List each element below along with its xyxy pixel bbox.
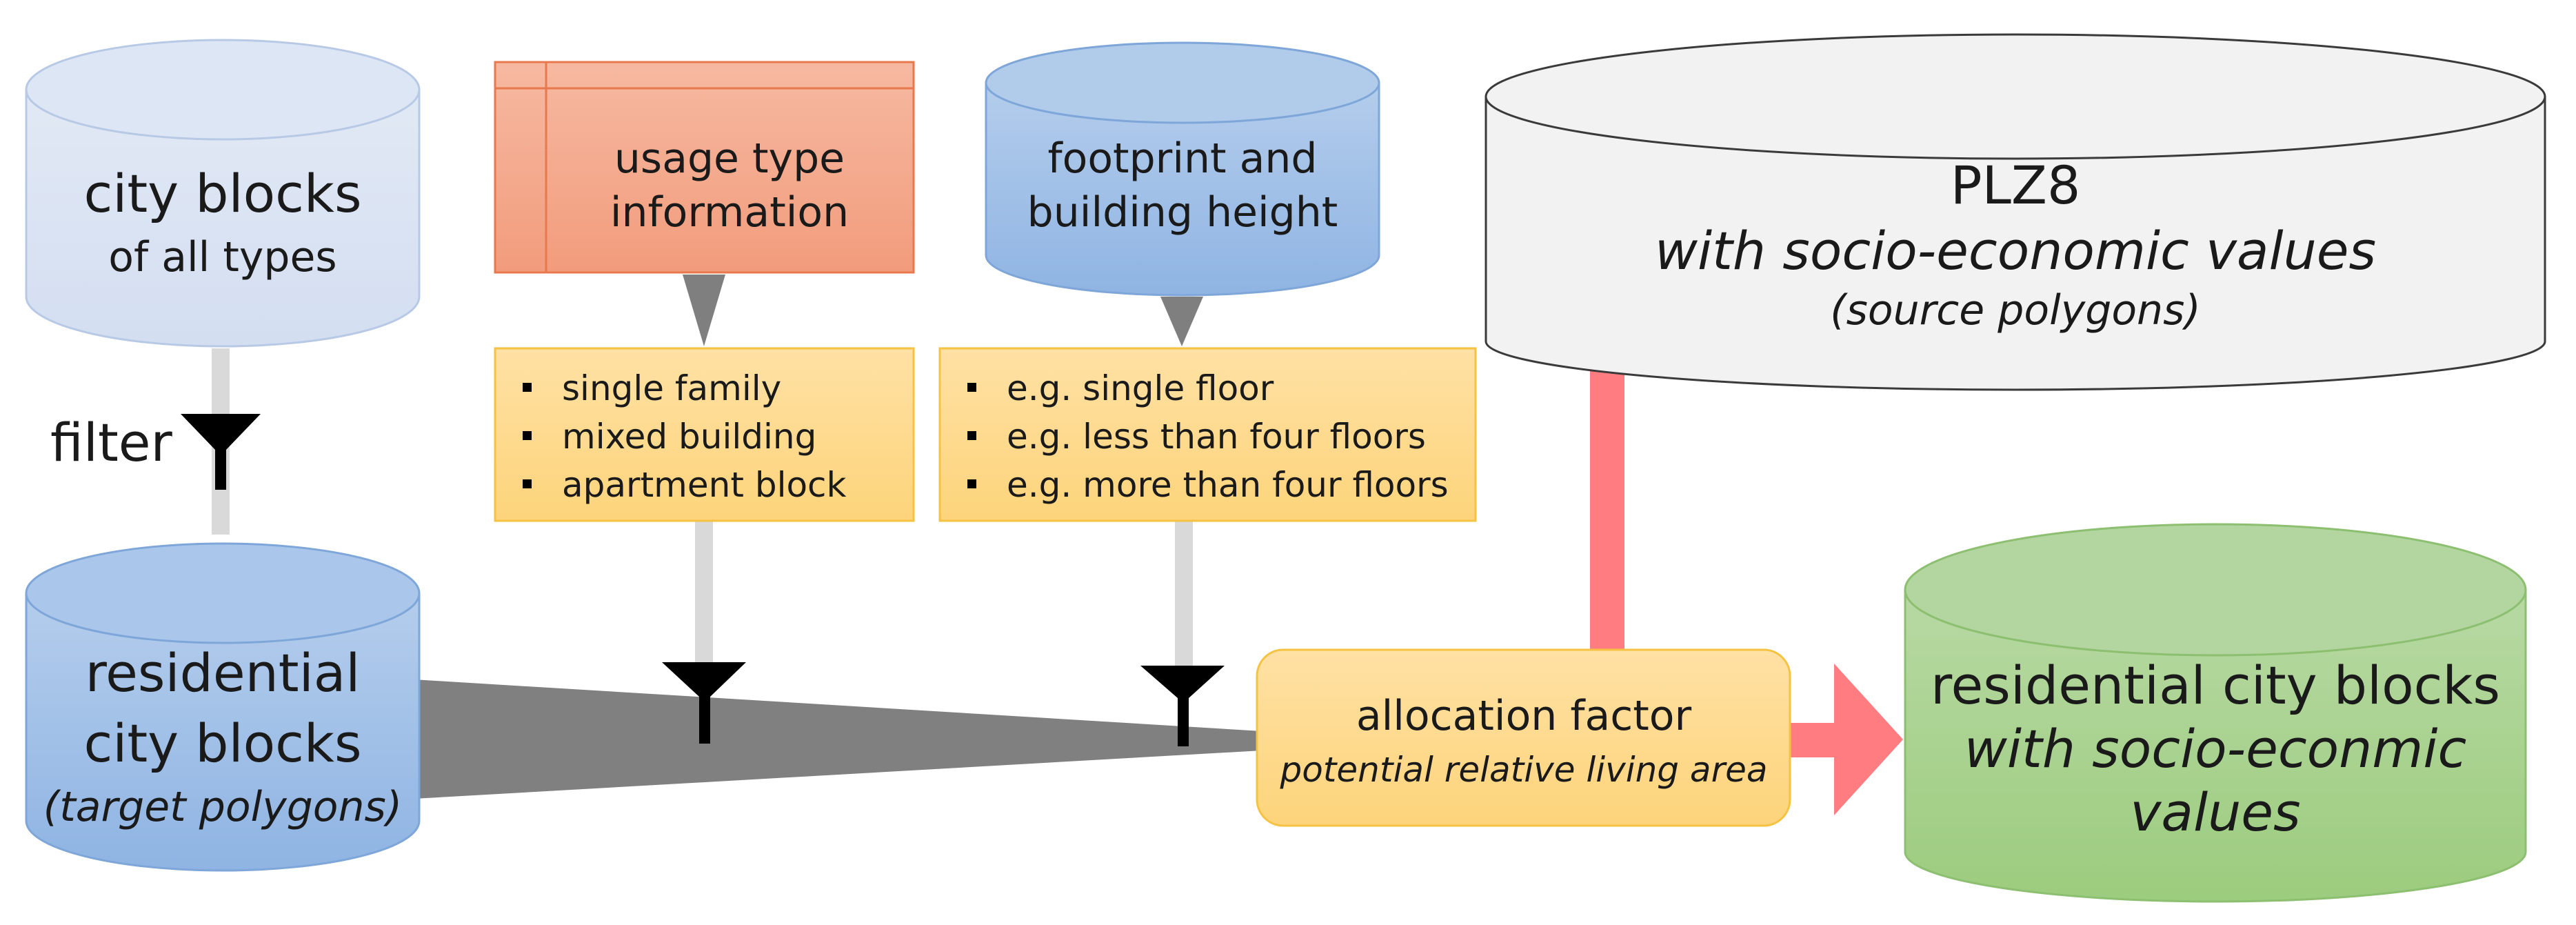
floor-list-box: e.g. single floor e.g. less than four fl… [938, 347, 1477, 522]
usage-item-2: mixed building [562, 417, 816, 457]
plz8-line3: (source polygons) [1830, 286, 2201, 335]
usage-type-line1: usage type [614, 135, 845, 183]
cylinder-footprint-building-height: footprint and building height [985, 41, 1380, 297]
allocation-factor-box: allocation factor potential relative liv… [1256, 648, 1791, 827]
footprint-line2: building height [1027, 188, 1338, 237]
bullet-icon [523, 383, 532, 392]
floor-item-2: e.g. less than four floors [1007, 417, 1426, 457]
bullet-icon [523, 479, 532, 488]
result-line3: values [2130, 782, 2300, 843]
filter-funnel-icon [1140, 666, 1225, 746]
bullet-icon [967, 479, 976, 488]
usage-list-box: single family mixed building apartment b… [494, 347, 915, 522]
filter-label: filter [50, 412, 173, 473]
cylinder-result-residential-blocks: residential city blocks with socio-econm… [1904, 523, 2527, 903]
plz8-line2: with socio-economic values [1655, 220, 2376, 281]
cylinder-residential-city-blocks: residential city blocks (target polygons… [25, 542, 421, 872]
pointer-footprint [1160, 297, 1203, 346]
bullet-icon [523, 431, 532, 440]
all-blocks-line2: of all types [108, 233, 336, 281]
allocation-line1: allocation factor [1356, 692, 1692, 740]
all-blocks-line1: city blocks [83, 163, 361, 224]
usage-item-3: apartment block [562, 465, 847, 505]
residential-line1: residential [85, 642, 361, 704]
bullet-icon [967, 383, 976, 392]
result-line1: residential city blocks [1931, 655, 2500, 716]
floor-item-1: e.g. single floor [1007, 368, 1274, 408]
allocation-line2: potential relative living area [1279, 750, 1767, 790]
cylinder-plz8: PLZ8 with socio-economic values (source … [1485, 33, 2546, 391]
usage-item-1: single family [562, 368, 781, 408]
residential-line2: city blocks [83, 713, 361, 774]
connector-line-usage [695, 521, 713, 676]
connector-line-floors [1175, 521, 1193, 676]
residential-line3: (target polygons) [43, 783, 402, 831]
red-flow-vertical [1590, 369, 1624, 655]
usage-type-line2: information [610, 188, 849, 237]
bullet-icon [967, 431, 976, 440]
plz8-line1: PLZ8 [1951, 155, 2081, 216]
pointer-usage [683, 275, 725, 346]
result-line2: with socio-econmic [1964, 718, 2466, 779]
footprint-line1: footprint and [1048, 135, 1318, 183]
red-arrow-to-result [1789, 664, 1903, 815]
floor-item-3: e.g. more than four floors [1007, 465, 1449, 505]
cylinder-city-blocks-all-types: city blocks of all types [25, 39, 421, 348]
filter-funnel-icon [662, 662, 746, 744]
filter-funnel-icon [181, 414, 261, 490]
flow-wedge [414, 679, 1262, 799]
table-usage-type-information: usage type information [494, 61, 915, 274]
